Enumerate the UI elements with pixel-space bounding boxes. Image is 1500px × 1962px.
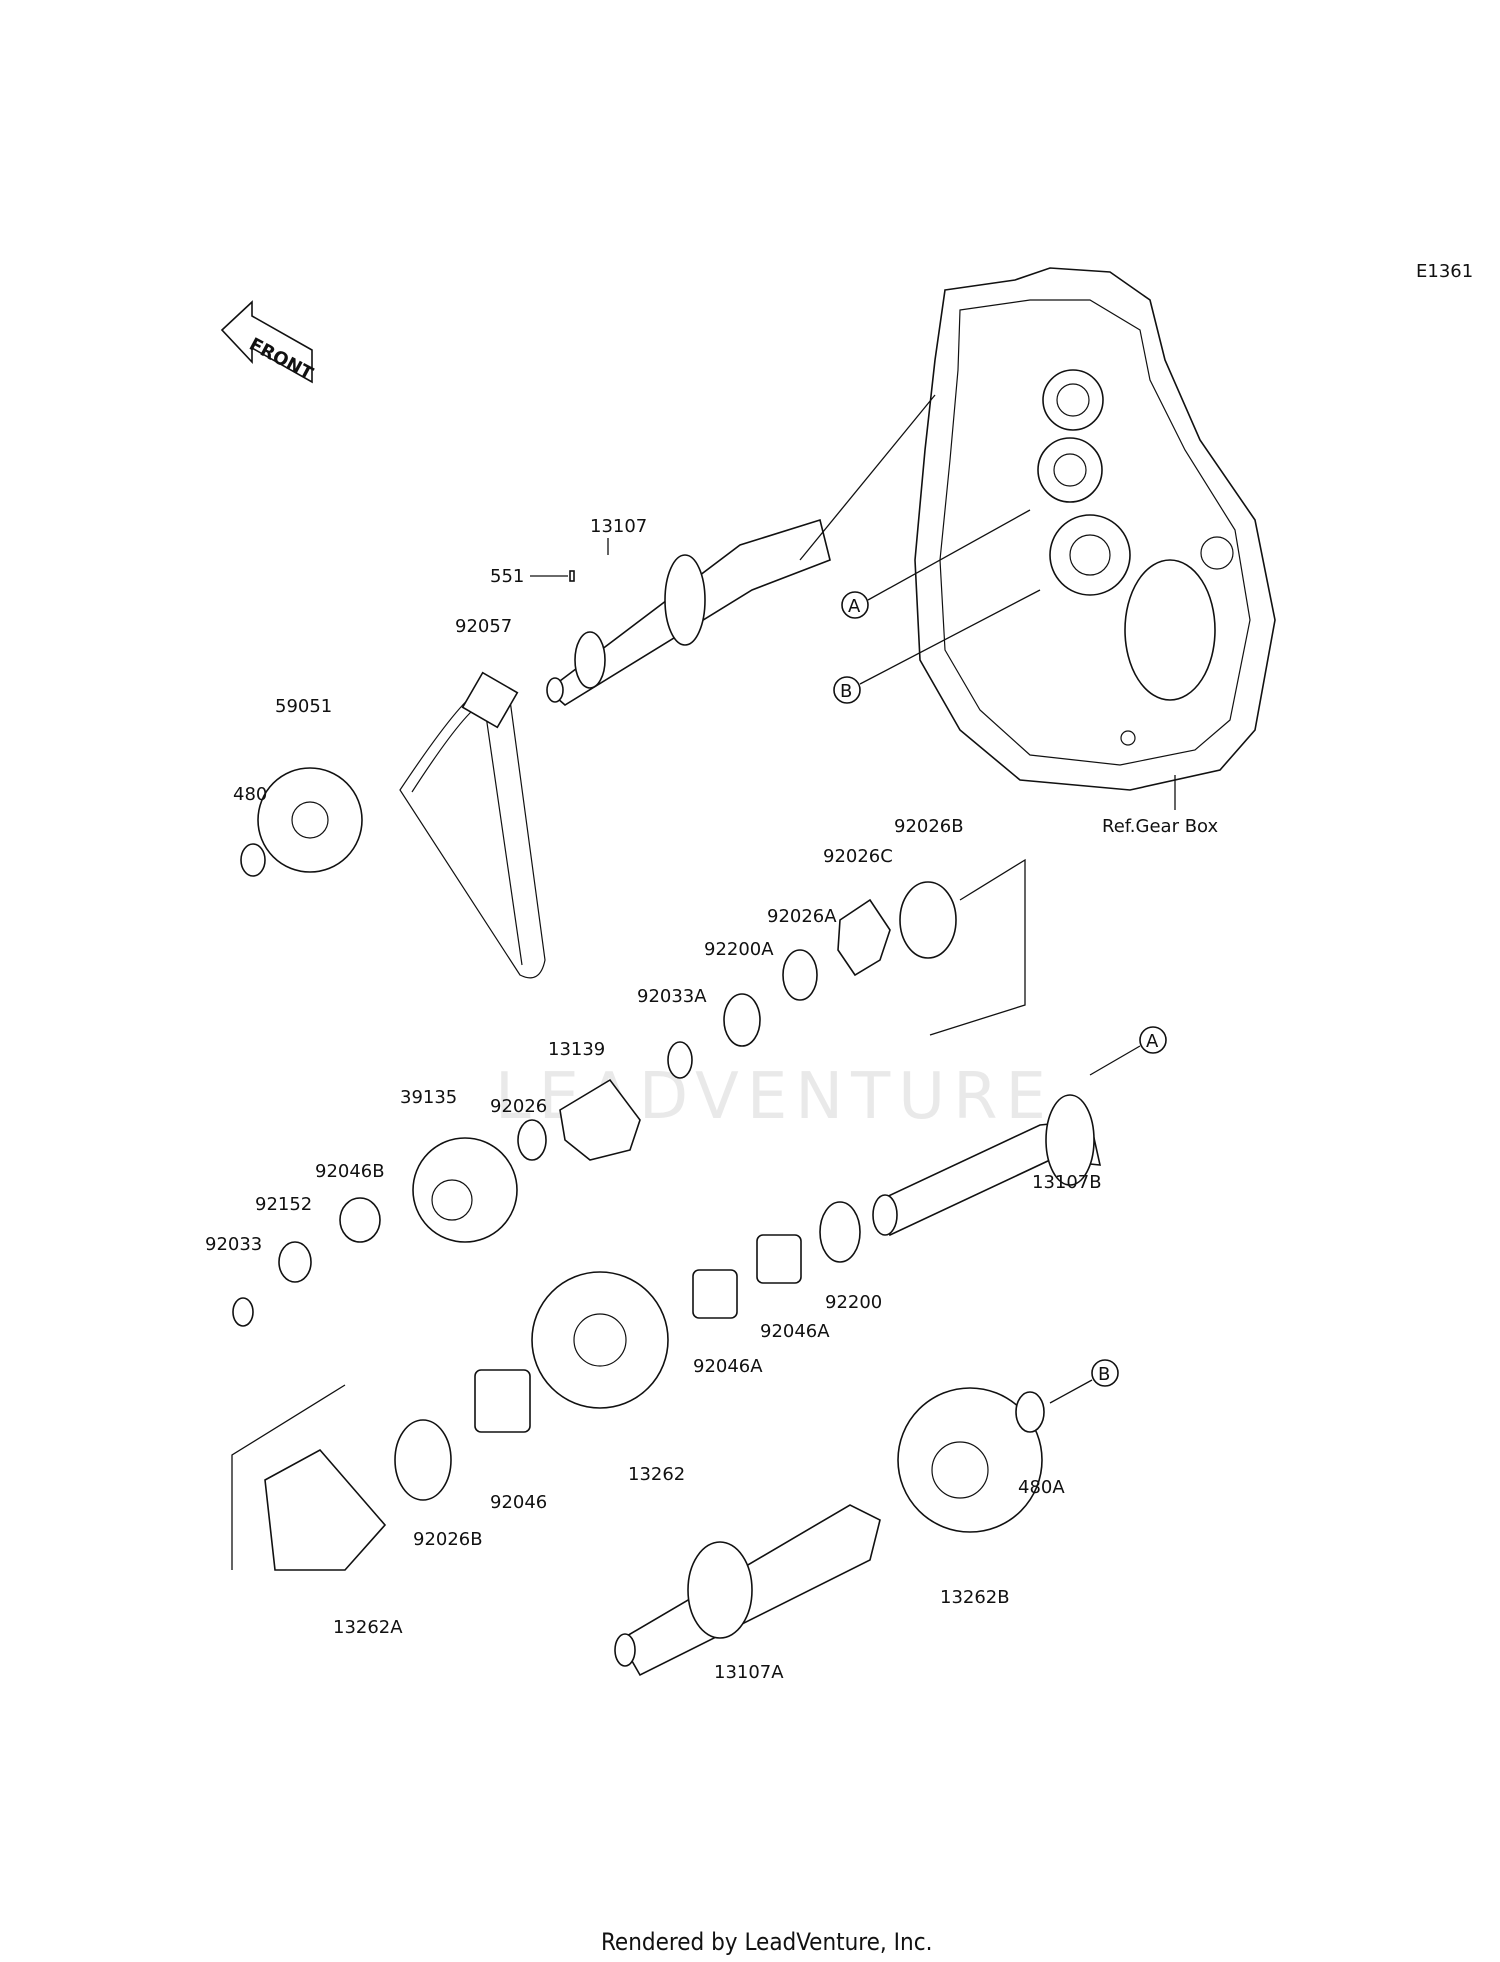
part-label: 92057 [455,616,512,637]
part-label: 92033A [637,986,707,1007]
part-label: 551 [490,566,524,587]
ref-gear-box-label: Ref.Gear Box [1102,816,1219,837]
callout-a-upper: A [841,509,1031,619]
part-label: 92033 [205,1234,262,1255]
shaft-13107 [546,394,936,706]
part-label: 92200A [704,939,774,960]
part-label: 13262 [628,1464,685,1485]
part-label: 92026C [823,846,893,867]
svg-text:A: A [1146,1031,1159,1052]
part-label: 92026 [490,1096,547,1117]
svg-text:B: B [840,681,852,702]
part-label: 480 [233,784,267,805]
part-label: 92026A [767,906,837,927]
callout-b-upper: B [833,589,1041,704]
part-label: 59051 [275,696,332,717]
part-label: 92046A [760,1321,830,1342]
diagram-code: E1361 [1416,261,1473,282]
part-label: 13262B [940,1587,1010,1608]
svg-text:B: B [1098,1364,1110,1385]
svg-text:A: A [848,596,861,617]
front-arrow-icon: FRONT [220,300,317,385]
part-label: 92046B [315,1161,385,1182]
part-label: 92046 [490,1492,547,1513]
part-label: 39135 [400,1087,457,1108]
shaft-13107b [872,1094,1102,1237]
part-label: 92200 [825,1292,882,1313]
part-label: 13262A [333,1617,403,1638]
part-label: 13139 [548,1039,605,1060]
part-labels: 13107 551 92057 59051 480 92026B 92026C … [205,516,1102,1683]
callout-a-lower: A [1089,1026,1167,1076]
gear-box-housing [914,267,1276,791]
part-label: 92026B [894,816,964,837]
sprocket-59051 [257,767,363,873]
part-label: 13107 [590,516,647,537]
part-label: 480A [1018,1477,1065,1498]
footer-credit: Rendered by LeadVenture, Inc. [601,1928,932,1956]
callout-b-lower: B [1049,1359,1119,1404]
part-label: 92152 [255,1194,312,1215]
part-label: 92046A [693,1356,763,1377]
part-label: 13107A [714,1662,784,1683]
part-label: 13107B [1032,1172,1102,1193]
part-label: 92026B [413,1529,483,1550]
